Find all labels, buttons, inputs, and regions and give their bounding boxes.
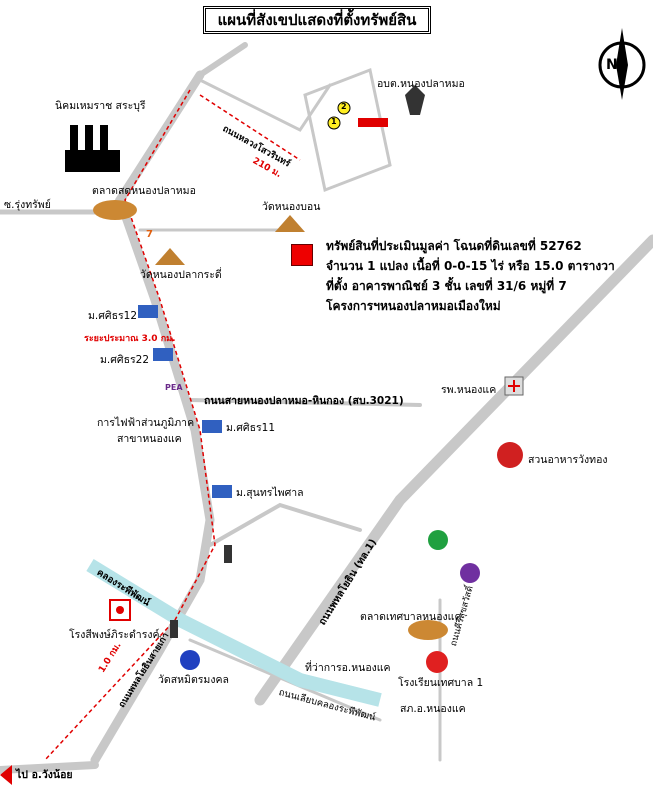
market-municipal-basket-icon	[408, 620, 448, 640]
temple-icon-nong-bon	[275, 215, 305, 232]
house-icon-sarin22	[153, 348, 173, 361]
label-market-nong-pla-mo: ตลาดสดหนองปลาหมอ	[92, 185, 196, 197]
label-restaurant: สวนอาหารวังทอง	[528, 454, 608, 466]
description-line-3: ที่ตั้ง อาคารพาณิชย์ 3 ชั้น เลขที่ 31/6 …	[326, 279, 567, 293]
label-village-sarin11: ม.ศศิธร11	[226, 422, 275, 434]
road-soi	[198, 78, 332, 132]
bank-icon-green	[428, 530, 448, 550]
garuda-emblem-icon	[405, 85, 425, 115]
property-description: ทรัพย์สินที่ประเมินมูลค่า โฉนดที่ดินเลขท…	[326, 236, 615, 316]
label-road-main: ถนนสายหนองปลาหมอ-หินกอง (สบ.3021)	[204, 395, 404, 407]
label-village-sarin12: ม.ศศิธร12	[88, 310, 137, 322]
label-village-sarin22: ม.ศศิธร22	[100, 354, 149, 366]
label-to-wang-noi: ไป อ.วังน้อย	[16, 769, 73, 781]
bank-icon-purple	[460, 563, 480, 583]
label-market-municipal: ตลาดเทศบาลหนองแค	[360, 611, 462, 623]
compass-north-label: N	[606, 57, 618, 73]
description-line-2: จำนวน 1 แปลง เนื้อที่ 0-0-15 ไร่ หรือ 15…	[326, 259, 615, 273]
rice-mill-icon	[109, 599, 131, 621]
road-to-wang-noi	[0, 761, 99, 774]
label-pea-office-1: การไฟฟ้าส่วนภูมิภาค	[97, 417, 195, 429]
canal-rapeepat	[86, 559, 382, 707]
highway-phahon	[254, 234, 653, 706]
house-icon-sarin11	[202, 420, 222, 433]
road-right-2	[208, 502, 362, 547]
subject-plot-highlight	[358, 118, 388, 127]
label-industrial-estate: นิคมเหมราช สระบุรี	[55, 100, 146, 112]
label-subdistrict-office: อบต.หนองปลาหมอ	[377, 78, 465, 90]
factory-icon	[65, 125, 120, 172]
house-icon-sarin12	[138, 305, 158, 318]
label-village-sunthorn: ม.สุนทรไพศาล	[236, 487, 304, 499]
plot-2-circle	[337, 101, 351, 115]
label-district-office: ที่ว่าการอ.หนองแค	[305, 662, 391, 674]
label-wat-nong-bon: วัดหนองบอน	[262, 201, 321, 213]
school-icon	[426, 651, 448, 673]
label-distance-approx: ระยะประมาณ 3.0 กม.	[84, 334, 176, 344]
label-pea-logo: PEA	[165, 383, 183, 392]
plot-outline	[303, 67, 392, 193]
label-seven-eleven: 7	[146, 229, 153, 240]
hospital-cross-icon	[508, 380, 520, 392]
house-icon-sunthorn	[212, 485, 232, 498]
road-right-1	[188, 398, 422, 407]
to-wang-noi-arrow-icon	[0, 765, 12, 785]
label-plot-2: 2	[341, 102, 347, 111]
label-police-station: สภ.อ.หนองแค	[400, 703, 466, 715]
house-icons	[138, 305, 232, 498]
map-title: แผนที่สังเขปแสดงที่ตั้งทรัพย์สิน	[203, 6, 431, 34]
traffic-light-icon-1	[224, 545, 232, 563]
temple-icon-pla-krathi	[155, 248, 185, 265]
description-line-1: ทรัพย์สินที่ประเมินมูลค่า โฉนดที่ดินเลขท…	[326, 239, 582, 253]
label-plot-1: 1	[331, 117, 337, 126]
restaurant-icon	[497, 442, 523, 468]
market-basket-icon	[93, 200, 137, 220]
description-line-4: โครงการฯหนองปลาหมอเมืองใหม่	[326, 299, 501, 313]
label-road-rungsap: ซ.รุ่งทรัพย์	[4, 199, 51, 211]
wat-mongkhon-icon	[180, 650, 200, 670]
label-municipal-school: โรงเรียนเทศบาล 1	[398, 677, 484, 689]
road-upper	[197, 42, 248, 78]
label-wat-nong-pla-krathi: วัดหนองปลากระดี่	[140, 269, 222, 281]
route-soi	[199, 94, 301, 161]
legend-marker	[291, 244, 313, 266]
rice-mill-dot-icon	[116, 606, 124, 614]
label-wat-mongkhon: วัดสหมิตรมงคล	[158, 674, 229, 686]
traffic-light-icon-2	[170, 620, 178, 638]
label-pea-office-2: สาขาหนองแค	[117, 433, 182, 445]
label-rice-mill: โรงสีพงษ์ภิระดำรงค์	[69, 629, 160, 641]
subject-plots	[303, 67, 392, 193]
compass-icon	[598, 28, 646, 100]
plot-1-circle	[327, 116, 341, 130]
label-hospital: รพ.หนองแค	[441, 384, 497, 396]
